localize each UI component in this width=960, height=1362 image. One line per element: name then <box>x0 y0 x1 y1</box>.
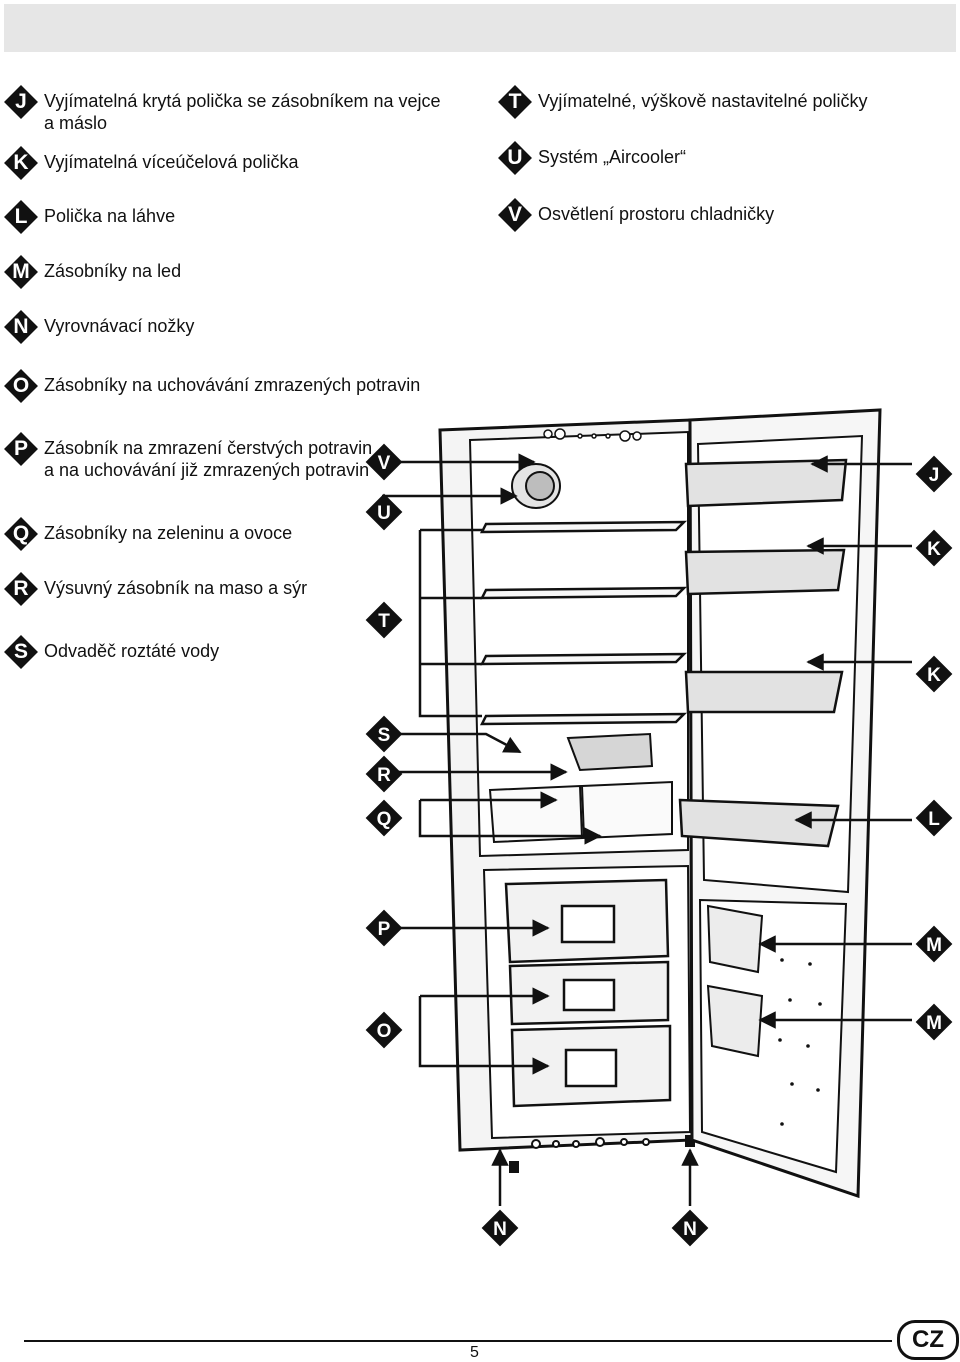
legend-text: Odvaděč roztáté vody <box>44 641 220 661</box>
svg-text:O: O <box>377 1021 392 1042</box>
legend-item-s: S Odvaděč roztáté vody <box>4 640 219 669</box>
header-band <box>4 4 956 52</box>
svg-text:K: K <box>927 539 941 560</box>
legend-text: Zásobníky na zeleninu a ovoce <box>44 523 293 543</box>
legend-badge: P <box>4 432 38 466</box>
badge-u: U <box>365 493 403 531</box>
svg-text:N: N <box>683 1219 697 1240</box>
svg-text:R: R <box>377 765 391 786</box>
badge-m-lower: M <box>915 1003 953 1041</box>
legend-item-t: T Vyjímatelné, výškově nastavitelné poli… <box>498 90 868 119</box>
badge-n-left: N <box>481 1209 519 1247</box>
svg-text:L: L <box>928 809 940 830</box>
svg-text:J: J <box>929 465 940 486</box>
legend-badge: N <box>4 310 38 344</box>
legend-badge: T <box>498 85 532 119</box>
badge-v: V <box>365 443 403 481</box>
badge-n-right: N <box>671 1209 709 1247</box>
legend-badge: Q <box>4 517 38 551</box>
legend-item-n: N Vyrovnávací nožky <box>4 315 454 344</box>
legend-badge: L <box>4 200 38 234</box>
legend-text: Vyjímatelná víceúčelová polička <box>44 152 299 172</box>
badge-t: T <box>365 601 403 639</box>
badge-k-lower: K <box>915 655 953 693</box>
svg-text:T: T <box>378 611 390 632</box>
badge-r: R <box>365 755 403 793</box>
svg-text:M: M <box>926 935 942 956</box>
badge-q: Q <box>365 799 403 837</box>
badge-o: O <box>365 1011 403 1049</box>
legend-item-k: K Vyjímatelná víceúčelová polička <box>4 151 454 180</box>
badge-l: L <box>915 799 953 837</box>
legend-item-r: R Výsuvný zásobník na maso a sýr <box>4 577 334 606</box>
legend-text: Osvětlení prostoru chladničky <box>538 204 775 224</box>
freezer-drawers <box>504 878 672 1108</box>
legend-badge: R <box>4 572 38 606</box>
svg-text:U: U <box>377 503 391 524</box>
legend-text: Vyjímatelné, výškově nastavitelné poličk… <box>538 91 868 111</box>
svg-text:Q: Q <box>377 809 392 830</box>
svg-text:M: M <box>926 1013 942 1034</box>
legend-text: Výsuvný zásobník na maso a sýr <box>44 578 308 598</box>
legend-text: Zásobníky na led <box>44 261 182 281</box>
fridge-base <box>509 1135 695 1173</box>
legend-text: Vyjímatelná krytá polička se zásobníkem … <box>44 91 441 133</box>
legend-badge: S <box>4 635 38 669</box>
badge-m-upper: M <box>915 925 953 963</box>
legend-text: Polička na láhve <box>44 206 176 226</box>
svg-text:P: P <box>378 919 391 940</box>
legend-item-j: J Vyjímatelná krytá polička se zásobníke… <box>4 90 454 134</box>
legend-text: Vyrovnávací nožky <box>44 316 195 336</box>
svg-text:K: K <box>927 665 941 686</box>
svg-text:N: N <box>493 1219 507 1240</box>
legend-text: Zásobník na zmrazení čerstvých potravin … <box>44 438 373 480</box>
legend-item-v: V Osvětlení prostoru chladničky <box>498 203 774 232</box>
badge-k-upper: K <box>915 529 953 567</box>
ice-trays <box>706 904 764 1058</box>
legend-item-m: M Zásobníky na led <box>4 260 454 289</box>
diagram-badges: V U T S R Q P O J K K L M M N N <box>365 443 953 1247</box>
aircooler-unit <box>511 463 561 509</box>
control-panel <box>543 428 642 442</box>
meat-tray <box>566 732 654 772</box>
legend-badge: O <box>4 369 38 403</box>
badge-p: P <box>365 909 403 947</box>
legend-badge: M <box>4 255 38 289</box>
legend-badge: K <box>4 146 38 180</box>
legend-item-p: P Zásobník na zmrazení čerstvých potravi… <box>4 437 374 481</box>
footer-rule <box>24 1340 892 1342</box>
legend-item-l: L Polička na láhve <box>4 205 454 234</box>
legend-item-o: O Zásobníky na uchovávání zmrazených pot… <box>4 374 424 403</box>
legend-badge: U <box>498 141 532 175</box>
legend-badge: J <box>4 85 38 119</box>
page-number: 5 <box>470 1344 479 1361</box>
fridge-shelves <box>479 520 688 726</box>
legend-text: Zásobníky na uchovávání zmrazených potra… <box>44 375 421 395</box>
country-code-badge: CZ <box>897 1320 959 1360</box>
legend-item-u: U Systém „Aircooler“ <box>498 146 686 175</box>
leader-lines <box>382 453 912 1206</box>
badge-s: S <box>365 715 403 753</box>
svg-text:V: V <box>378 453 391 474</box>
legend-text: Systém „Aircooler“ <box>538 147 687 167</box>
legend-badge: V <box>498 198 532 232</box>
door-pattern <box>778 958 822 1126</box>
badge-j: J <box>915 455 953 493</box>
legend-item-q: Q Zásobníky na zeleninu a ovoce <box>4 522 374 551</box>
svg-text:S: S <box>378 725 391 746</box>
vegetable-drawers <box>488 780 673 844</box>
